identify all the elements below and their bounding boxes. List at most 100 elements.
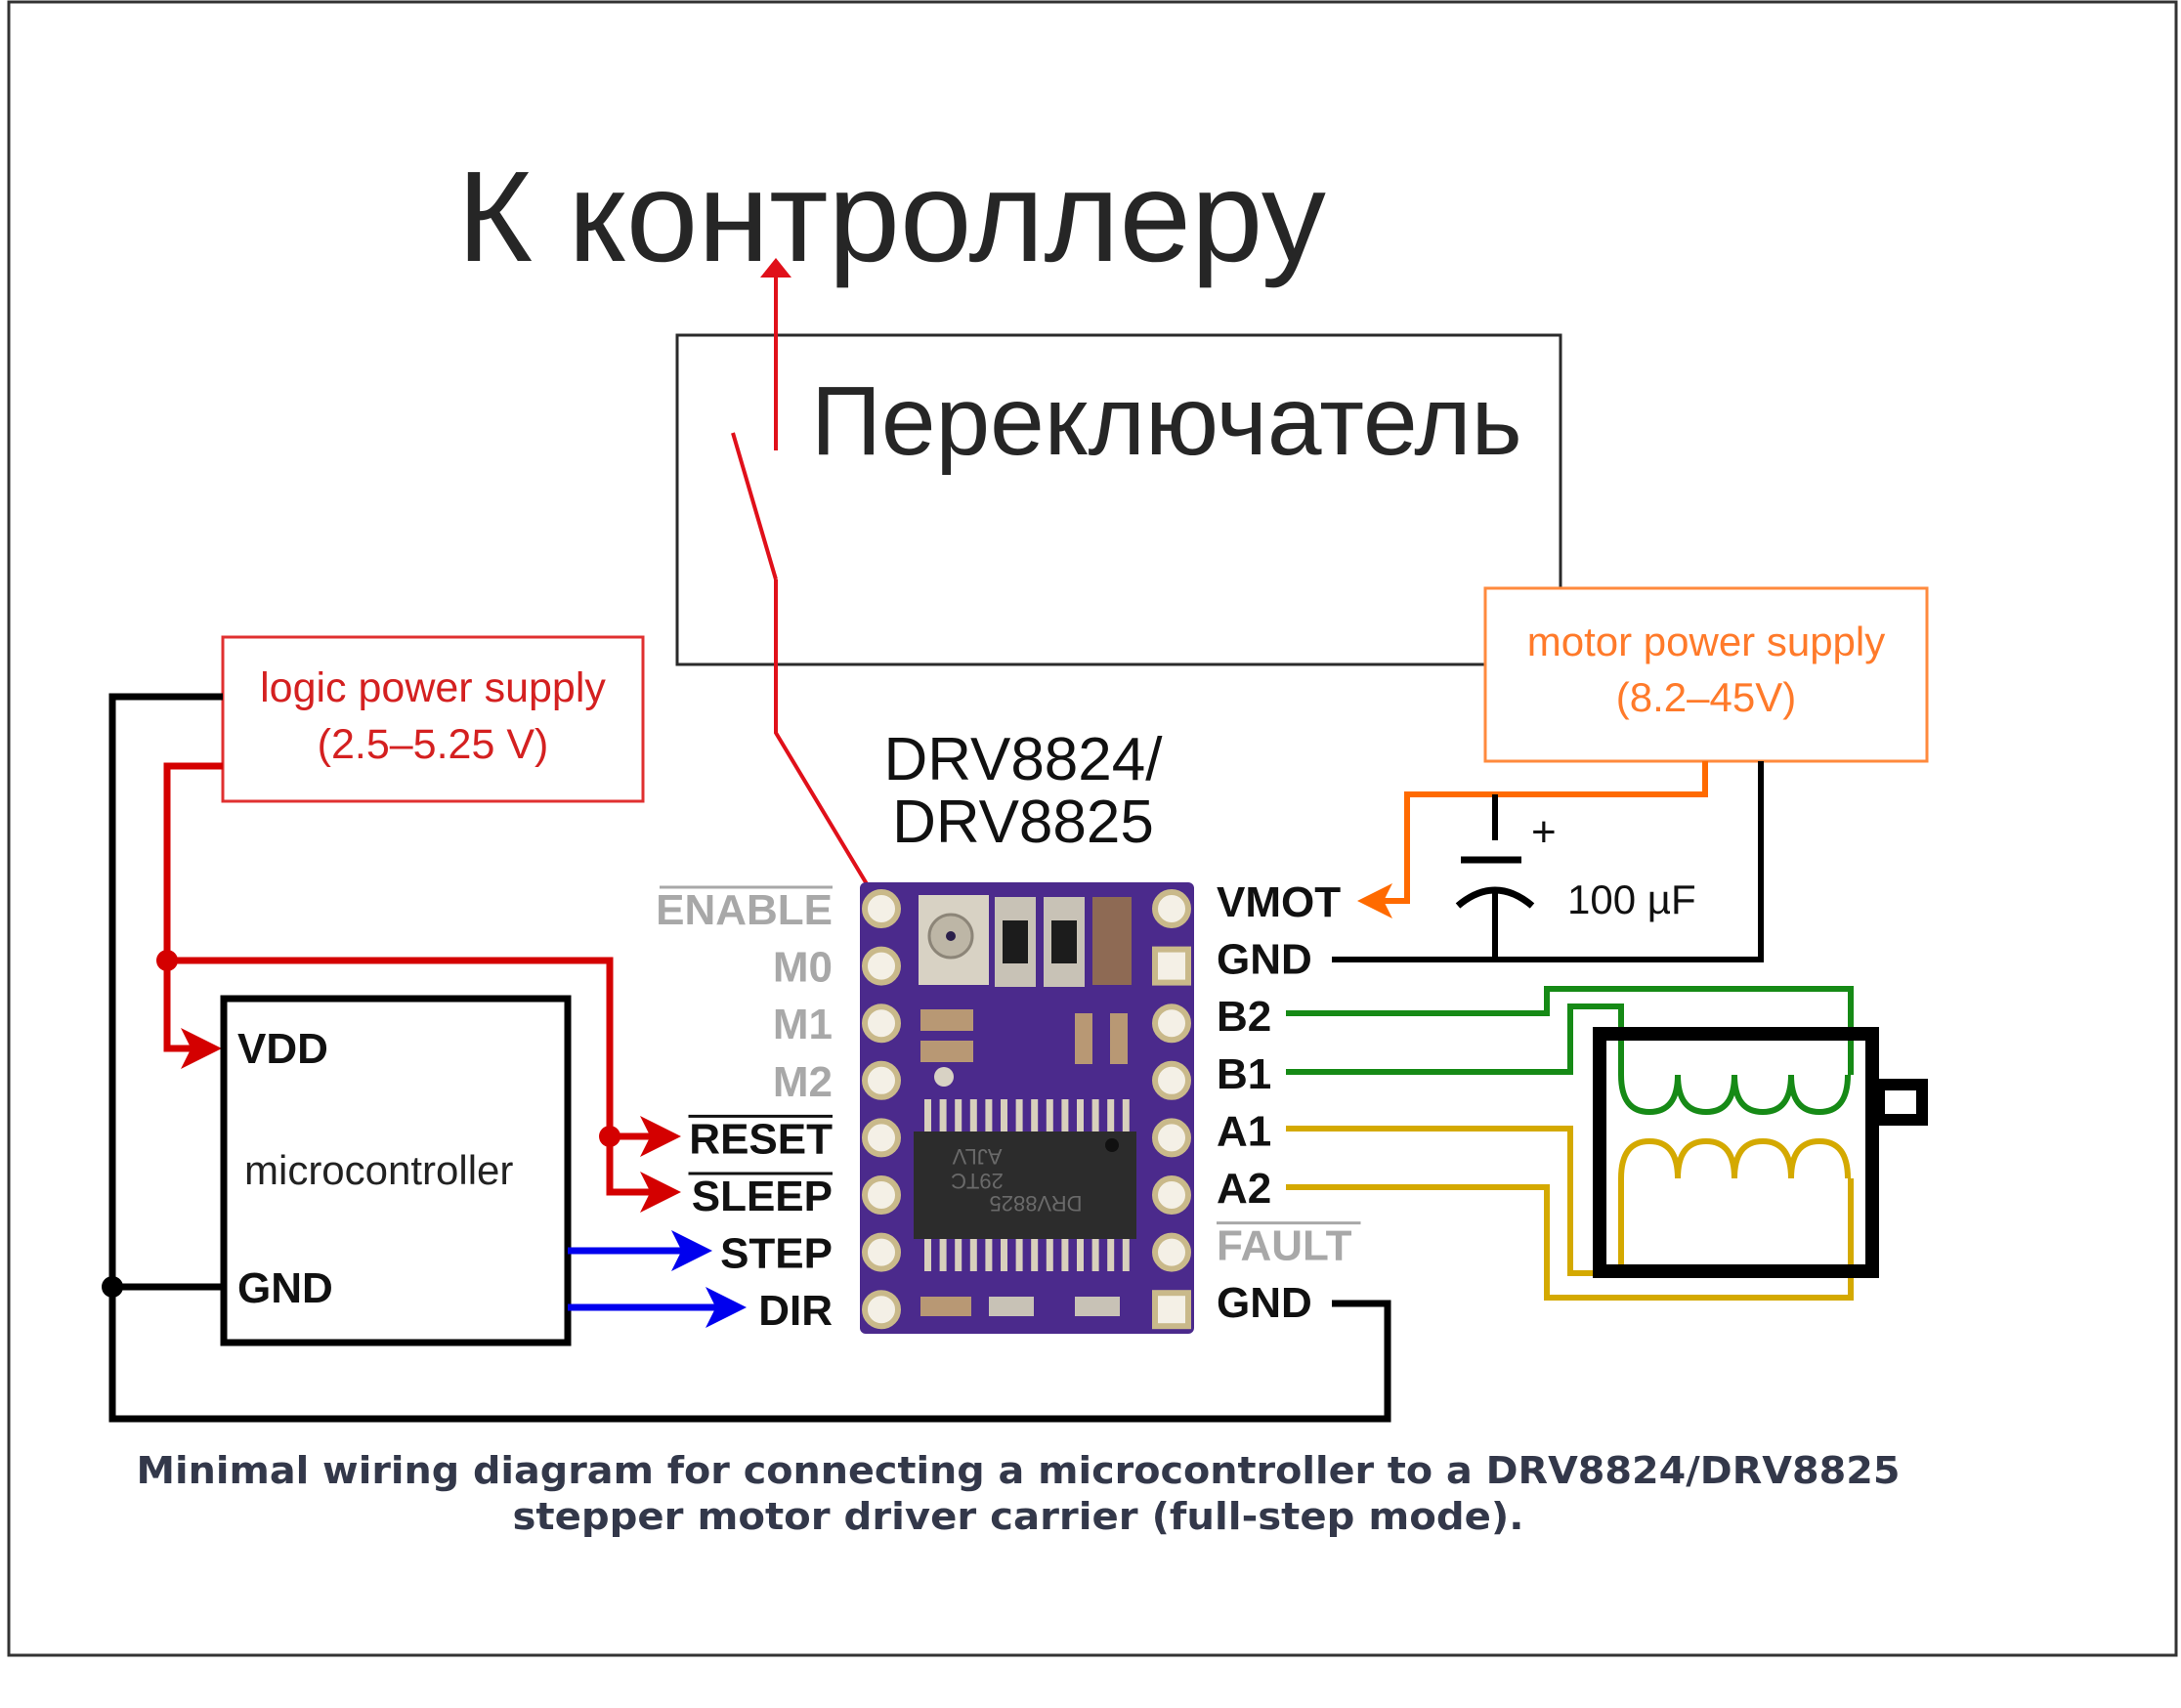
smd-part bbox=[920, 1041, 973, 1062]
left-pin-label: ENABLE bbox=[656, 886, 833, 934]
chip-leg bbox=[969, 1099, 977, 1132]
switch-wire bbox=[731, 258, 877, 899]
microcontroller-block: VDD microcontroller GND bbox=[220, 995, 572, 1346]
ground-junction-dot bbox=[102, 1276, 123, 1298]
motor-supply-line2: (8.2–45V) bbox=[1616, 674, 1796, 720]
pin-pad-left bbox=[862, 1175, 901, 1215]
chip-leg bbox=[1046, 1238, 1053, 1271]
caption-line2: stepper motor driver carrier (full-step … bbox=[513, 1495, 1524, 1538]
smd-part bbox=[989, 1297, 1034, 1316]
driver-board: DRV8825 29TC AJLV bbox=[860, 882, 1194, 1334]
driver-title-line2: DRV8825 bbox=[892, 789, 1154, 856]
chip-leg bbox=[1077, 1099, 1084, 1132]
right-pin-label: B2 bbox=[1217, 993, 1271, 1041]
mcu-vdd-label: VDD bbox=[237, 1025, 328, 1073]
right-pin-label: A1 bbox=[1217, 1107, 1271, 1155]
coil-b-wires bbox=[1286, 986, 1854, 1116]
chip-leg bbox=[1061, 1099, 1069, 1132]
capacitor-polarity: + bbox=[1531, 808, 1557, 856]
mcu-gnd-label: GND bbox=[237, 1264, 333, 1312]
coil-a-wires bbox=[1286, 1126, 1854, 1301]
pin-pad-right bbox=[1152, 1290, 1191, 1330]
motor-supply-line1: motor power supply bbox=[1527, 619, 1886, 664]
logic-junction-dot bbox=[156, 950, 178, 971]
heading-to-controller: К контроллеру bbox=[457, 145, 1326, 288]
chip-leg bbox=[1061, 1238, 1069, 1271]
reset-sleep-junction-dot bbox=[599, 1126, 620, 1147]
chip-leg bbox=[955, 1099, 962, 1132]
pin-pad-left bbox=[862, 946, 901, 986]
left-pin-label: STEP bbox=[720, 1230, 833, 1278]
smd-part bbox=[1075, 1297, 1120, 1316]
pin-pad-left bbox=[862, 1003, 901, 1044]
switch-label: Переключатель bbox=[811, 366, 1522, 476]
stepper-motor bbox=[1593, 1027, 1928, 1278]
left-pin-label: DIR bbox=[758, 1287, 833, 1335]
smd-part bbox=[920, 1009, 973, 1031]
switch-blade bbox=[731, 432, 778, 580]
right-pin-label: GND bbox=[1217, 936, 1312, 984]
logic-ground-wire bbox=[108, 693, 1391, 1423]
left-pin-label: M0 bbox=[773, 944, 833, 992]
slide-frame bbox=[7, 0, 2178, 1657]
motor-shaft bbox=[1873, 1079, 1928, 1126]
smd-part bbox=[920, 1297, 971, 1316]
chip-leg bbox=[1031, 1099, 1039, 1132]
left-pin-label: M2 bbox=[773, 1058, 833, 1106]
chip-leg bbox=[1091, 1099, 1099, 1132]
right-pin-label: VMOT bbox=[1217, 878, 1341, 926]
chip-leg bbox=[1001, 1238, 1007, 1271]
left-pin-label: SLEEP bbox=[692, 1173, 833, 1220]
vmot-wire bbox=[1357, 761, 1708, 918]
logic-supply-line2: (2.5–5.25 V) bbox=[318, 721, 549, 768]
chip-marking: 29TC bbox=[951, 1169, 1004, 1193]
chip-leg bbox=[955, 1238, 962, 1271]
pin-pad-right bbox=[1152, 1060, 1191, 1100]
smd-part bbox=[1110, 1013, 1128, 1064]
right-pin-label: B1 bbox=[1217, 1050, 1271, 1098]
right-pin-label: A2 bbox=[1217, 1165, 1271, 1213]
chip-leg bbox=[1077, 1238, 1084, 1271]
chip-leg bbox=[1107, 1099, 1115, 1132]
chip-leg bbox=[939, 1099, 947, 1132]
chip-leg bbox=[985, 1238, 993, 1271]
pin-pad-left bbox=[862, 1060, 901, 1100]
motor-power-supply: motor power supply (8.2–45V) bbox=[1483, 586, 1929, 763]
chip-leg bbox=[969, 1238, 977, 1271]
logic-power-supply: logic power supply (2.5–5.25 V) bbox=[221, 635, 645, 803]
driver-chip bbox=[914, 1132, 1136, 1239]
left-pin-label: RESET bbox=[689, 1115, 833, 1163]
capacitor-symbol: + 100 µF bbox=[1455, 808, 1696, 922]
pin-pad-left bbox=[862, 889, 901, 928]
pin-pads bbox=[862, 889, 1191, 1330]
chip-leg bbox=[1107, 1238, 1115, 1271]
chip-leg bbox=[1001, 1099, 1007, 1132]
chip-leg bbox=[924, 1238, 931, 1271]
motor-ground-wire bbox=[1332, 761, 1764, 962]
chip-leg bbox=[1015, 1099, 1023, 1132]
chip-leg bbox=[924, 1099, 931, 1132]
capacitor-value: 100 µF bbox=[1567, 876, 1696, 922]
signal-wires bbox=[568, 1230, 747, 1328]
mcu-label: microcontroller bbox=[244, 1147, 513, 1193]
chip-leg bbox=[939, 1238, 947, 1271]
switch-wire-to-enable bbox=[774, 579, 877, 899]
chip-leg bbox=[1031, 1238, 1039, 1271]
chip-leg bbox=[985, 1099, 993, 1132]
pin-pad-right bbox=[1152, 1118, 1191, 1158]
chip-legs bbox=[924, 1099, 1130, 1271]
pin-pad-left bbox=[862, 1232, 901, 1272]
chip-leg bbox=[1122, 1099, 1130, 1132]
pin-pad-right bbox=[1152, 1175, 1191, 1215]
pin-pad-right bbox=[1152, 889, 1191, 928]
pin-pad-left bbox=[862, 1290, 901, 1330]
logic-supply-line1: logic power supply bbox=[260, 664, 606, 711]
chip-leg bbox=[1046, 1099, 1053, 1132]
pin-pad-right bbox=[1152, 946, 1191, 986]
smd-part bbox=[1075, 1013, 1092, 1064]
pin-pad-right bbox=[1152, 1003, 1191, 1044]
